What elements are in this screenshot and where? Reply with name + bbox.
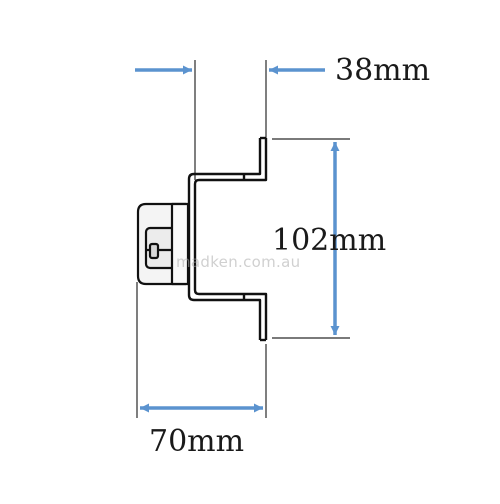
- dimension-arrows: [135, 65, 340, 413]
- bracket-outer-edge: [193, 138, 268, 340]
- bracket-inner-edge: [187, 138, 262, 340]
- depth-dimension-label: 70mm: [149, 424, 245, 459]
- extension-lines: [136, 60, 350, 418]
- knob-plate: [170, 202, 190, 286]
- width-dimension-label: 38mm: [335, 53, 431, 88]
- knob-nub: [148, 242, 160, 260]
- knob-assembly: [136, 202, 190, 286]
- bracket-profile: [187, 136, 268, 342]
- watermark: madken.com.au: [176, 253, 301, 271]
- height-dimension-label: 102mm: [272, 223, 387, 258]
